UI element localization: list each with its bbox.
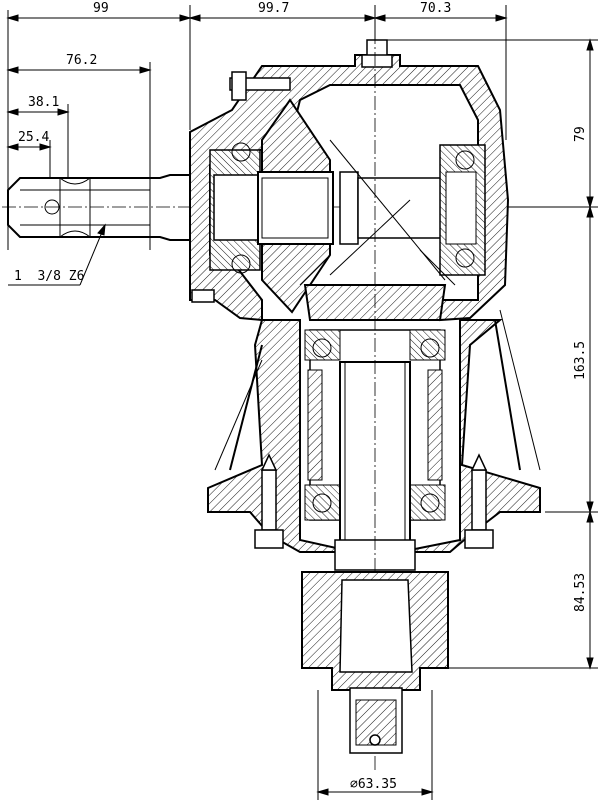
dim-top-mid: 99.7 [258,1,289,16]
dim-top-right: 70.3 [420,1,451,16]
dim-bottom-diameter: ⌀63.35 [350,777,397,792]
dim-right-upper: 79 [573,126,588,142]
dim-top-left: 99 [93,1,109,16]
spline-leader [8,223,106,286]
mounting-bolts [254,453,494,549]
upper-housing [189,39,510,322]
dim-spline-length: 38.1 [28,95,59,110]
shaft-dimension-lines [6,62,152,250]
output-coupling [301,571,449,754]
spline-spec-label: 1 3/8 Z6 [14,269,84,284]
dim-key-length: 25.4 [18,130,49,145]
dim-shaft-length: 76.2 [66,53,97,68]
bottom-dimension-lines [316,690,434,800]
dim-right-lower: 84.53 [573,573,588,612]
top-dimension-lines [6,5,508,250]
dim-right-mid: 163.5 [573,341,588,380]
input-bearing-assembly [209,98,486,314]
